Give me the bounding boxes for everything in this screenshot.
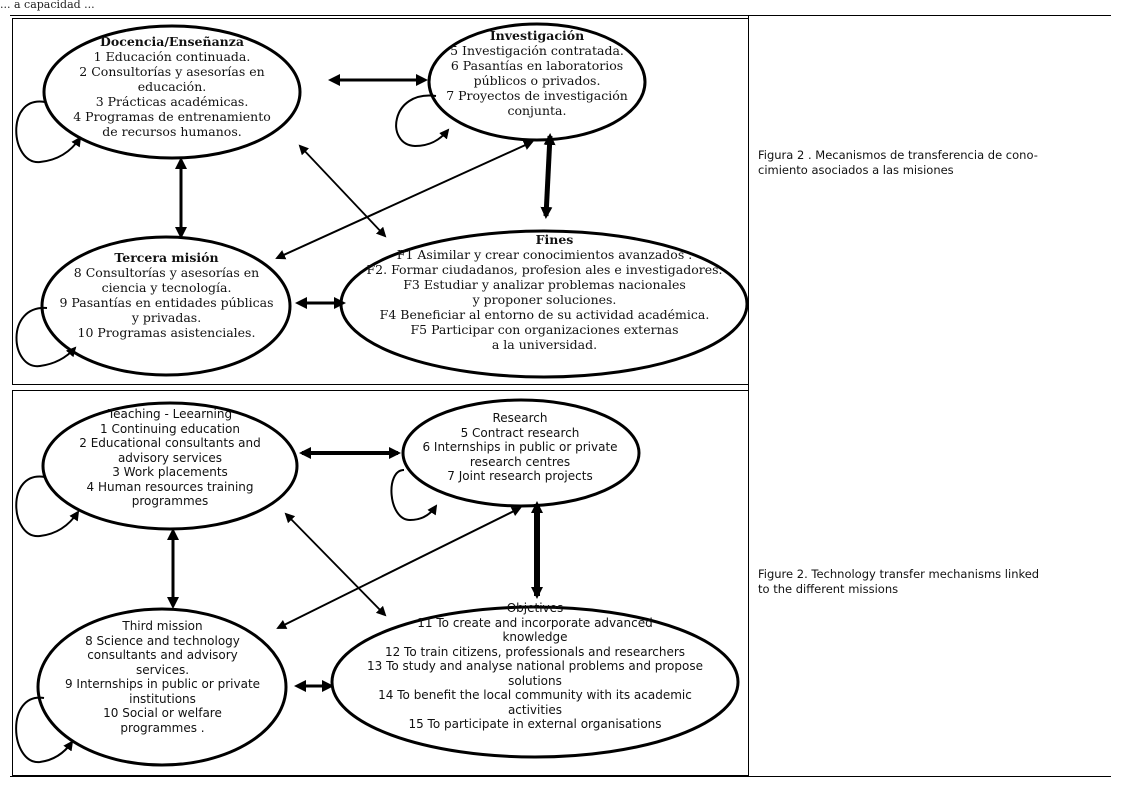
third-line: 10 Social or welfare [103, 706, 222, 720]
ellipse-investigacion [427, 22, 647, 142]
ellipse-research [401, 398, 641, 508]
docencia-text: Docencia/Enseñanza 1 Educación continuad… [52, 34, 292, 139]
arrow-investigacion-tercera [275, 140, 534, 260]
docencia-line: 2 Consultorías y asesorías en [79, 64, 265, 79]
self-loop-docencia [15, 100, 82, 164]
third-line: institutions [129, 691, 196, 706]
objectives-line: activities [507, 702, 563, 717]
teaching-title: Teaching - Leearning [107, 407, 233, 421]
research-line: 5 Contract research [460, 425, 580, 440]
third-line: programmes . [120, 720, 205, 735]
cropped-header-text: ... a capacidad ... [0, 0, 95, 11]
third-text: Third mission 8 Science and technology c… [40, 619, 285, 735]
teaching-text: Teaching - Leearning 1 Continuing educat… [50, 407, 290, 509]
fines-line: F2. Formar ciudadanos, profesion ales e … [366, 262, 723, 277]
objectives-line: 15 To participate in external organisati… [408, 717, 662, 731]
research-line: 7 Joint research projects [447, 469, 593, 483]
arrow-research-third [276, 507, 522, 629]
tercera-line: 9 Pasantías en entidades públicas [59, 295, 274, 310]
fines-line: a la universidad. [491, 337, 598, 352]
english-diagram-frame [12, 390, 749, 776]
objectives-line: 14 To benefit the local community with i… [378, 688, 692, 702]
ellipse-tercera [40, 235, 292, 377]
investigacion-title: Investigación [489, 28, 585, 43]
fines-line: F5 Participar con organizaciones externa… [410, 322, 679, 337]
investigacion-line: 7 Proyectos de investigación [446, 88, 628, 103]
objectives-line: 13 To study and analyse national problem… [367, 659, 703, 673]
caption-english-line: Figure 2. Technology transfer mechanisms… [758, 567, 1040, 581]
investigacion-line: conjunta. [507, 103, 567, 118]
fines-line: y proponer soluciones. [472, 292, 617, 307]
self-loop-tercera [15, 306, 77, 368]
caption-spanish: Figura 2 . Mecanismos de transferencia d… [758, 148, 1108, 178]
fines-line: F4 Beneficiar al entorno de su actividad… [379, 307, 710, 322]
teaching-line: advisory services [117, 450, 223, 465]
teaching-line: 2 Educational consultants and [79, 436, 261, 450]
arrow-docencia-fines [298, 144, 387, 238]
fines-line: F3 Estudiar y analizar problemas naciona… [403, 277, 686, 292]
docencia-line: 1 Educación continuada. [93, 49, 251, 64]
third-line: 8 Science and technology [85, 633, 240, 648]
research-title: Research [492, 411, 548, 425]
objectives-title: Objetives [506, 601, 564, 615]
fines-line: F1 Asimilar y crear conocimientos avanza… [396, 247, 693, 262]
teaching-line: 3 Work placements [112, 465, 228, 479]
tercera-line: y privadas. [131, 310, 202, 325]
objectives-line: solutions [508, 673, 562, 688]
objectives-text: Objetives 11 To create and incorporate a… [345, 601, 725, 732]
docencia-line: 4 Programas de entrenamiento [73, 109, 271, 124]
teaching-line: 1 Continuing education [100, 421, 240, 436]
third-title: Third mission [122, 619, 203, 633]
research-line: research centres [469, 454, 571, 469]
fines-title: Fines [535, 232, 574, 247]
third-line: 9 Internships in public or private [64, 677, 261, 691]
docencia-line: de recursos humanos. [102, 124, 242, 139]
caption-spanish-line: Figura 2 . Mecanismos de transferencia d… [758, 148, 1038, 162]
investigacion-line: públicos o privados. [473, 73, 601, 88]
docencia-line: 3 Prácticas académicas. [95, 94, 249, 109]
objectives-line: knowledge [502, 630, 568, 644]
tercera-line: 8 Consultorías y asesorías en [73, 265, 260, 280]
third-line: consultants and advisory [87, 648, 238, 662]
docencia-line: educación. [137, 79, 207, 94]
caption-english-line: to the different missions [758, 582, 899, 596]
ellipse-docencia [42, 24, 302, 160]
objectives-line: 11 To create and incorporate advanced [417, 615, 653, 630]
self-loop-teaching [15, 475, 80, 538]
caption-spanish-line: cimiento asociados a las misiones [758, 163, 954, 177]
spanish-diagram-frame [12, 18, 749, 385]
bottom-rule [10, 776, 1111, 777]
investigacion-line: 5 Investigación contratada. [450, 43, 624, 58]
third-line: services. [135, 662, 190, 677]
investigacion-line: 6 Pasantías en laboratorios [450, 58, 624, 73]
tercera-title: Tercera misión [114, 250, 219, 265]
investigacion-text: Investigación 5 Investigación contratada… [437, 28, 637, 118]
objectives-line: 12 To train citizens, professionals and … [384, 644, 686, 659]
arrow-investigacion-fines [540, 133, 556, 219]
ellipse-third [36, 607, 288, 767]
teaching-line: programmes [131, 494, 209, 508]
tercera-line: 10 Programas asistenciales. [77, 325, 256, 340]
tercera-line: ciencia y tecnología. [101, 280, 232, 295]
research-line: 6 Internships in public or private [422, 440, 618, 454]
top-rule [10, 15, 1111, 16]
self-loop-third [15, 696, 74, 764]
research-text: Research 5 Contract research 6 Internshi… [400, 411, 640, 484]
teaching-line: 4 Human resources training [86, 479, 254, 494]
tercera-text: Tercera misión 8 Consultorías y asesoría… [44, 250, 289, 340]
caption-english: Figure 2. Technology transfer mechanisms… [758, 567, 1108, 597]
fines-text: Fines F1 Asimilar y crear conocimientos … [352, 232, 737, 352]
docencia-title: Docencia/Enseñanza [100, 34, 244, 49]
